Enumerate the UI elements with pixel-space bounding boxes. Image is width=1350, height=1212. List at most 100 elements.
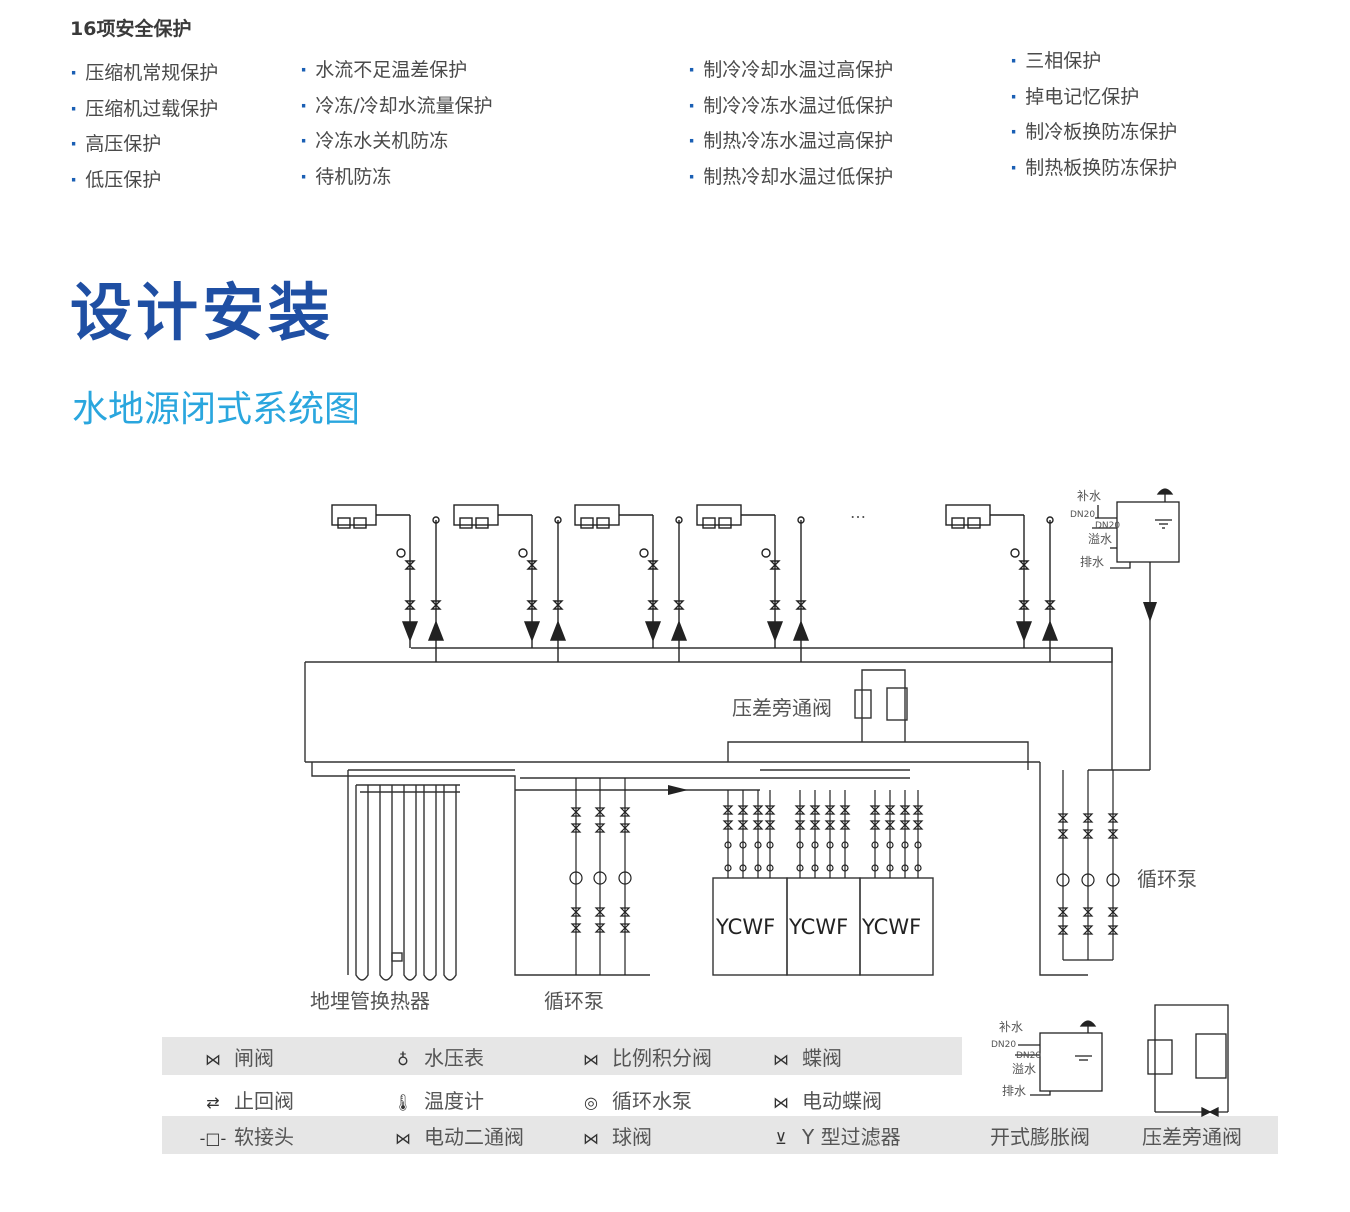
valve-icon [795,604,807,610]
valve-icon [570,923,582,929]
protection-column-2: 水流不足温差保护 冷冻/冷却水流量保护 冷冻水关机防冻 待机防冻 [300,53,493,195]
legend-electric-butterfly-valve: ⋈电动蝶阀 [766,1085,882,1114]
tank-makeup-label: 补水 [1077,489,1101,503]
pump-label: 循环泵 [544,989,604,1013]
valve-icon [764,820,776,826]
valve-icon [824,805,836,811]
valve-icon [1107,911,1119,917]
valve-icon [899,820,911,826]
pipe-end [675,516,683,524]
valve-icon [809,805,821,811]
valve-icon [1057,929,1069,935]
valve-icon [526,560,538,566]
protection-item: 水流不足温差保护 [300,53,493,89]
valve-icon [619,823,631,829]
valve-icon [570,827,582,833]
valve-icon [1107,829,1119,835]
valve-icon [619,807,631,813]
valve-icon [1107,813,1119,819]
valve-icon [824,820,836,826]
valve-icon [884,809,896,815]
protection-item: 制冷冷却水温过高保护 [688,53,893,89]
valve-icon [594,827,606,833]
pipe-end [554,516,562,524]
pressure-gauge-icon [761,548,771,558]
pipe-end [432,516,440,524]
valve-icon [752,820,764,826]
pressure-gauge-icon [639,548,649,558]
flexible-joint-icon [901,864,909,872]
protection-item: 压缩机过载保护 [70,92,218,128]
ellipsis: … [850,503,866,522]
flow-down-arrow-icon [401,621,419,642]
flexible-joint-icon [826,841,834,849]
valve-icon [769,564,781,570]
legend-pressure-gauge: ♁水压表 [388,1042,484,1071]
fan-coil-unit [967,517,981,529]
valve-icon [737,824,749,830]
protection-item: 掉电记忆保护 [1010,80,1177,116]
tank-dn20-label: DN20 [1070,510,1095,520]
valve-icon [404,604,416,610]
open-tank-legend-icon [1015,1020,1103,1096]
valve-icon [594,907,606,913]
legend-ball-valve: ⋈球阀 [576,1121,652,1150]
pump-icon [1106,873,1120,887]
flexible-joint-icon [811,864,819,872]
flow-down-arrow-icon [1015,621,1033,642]
valve-icon [722,809,734,815]
ground-exchanger-label: 地埋管换热器 [310,989,430,1013]
valve-icon [1057,817,1069,823]
legend-y-strainer: ⊻Y 型过滤器 [766,1121,900,1150]
valve-icon [1082,925,1094,931]
protection-item: 三相保护 [1010,44,1177,80]
legend-open-tank-label: 开式膨胀阀 [990,1125,1090,1149]
legend-pump: ◎循环水泵 [576,1085,692,1114]
flexible-joint-icon [811,841,819,849]
valve-icon [430,600,442,606]
valve-icon [1082,907,1094,913]
valve-icon [722,824,734,830]
valve-icon [552,600,564,606]
valve-icon [1018,604,1030,610]
valve-icon [1018,564,1030,570]
legend-electric-two-way-valve: ⋈电动二通阀 [388,1121,524,1150]
valve-icon [1057,907,1069,913]
unit-label: YCWF [788,915,848,939]
valve-icon [737,809,749,815]
flexible-joint-icon [739,864,747,872]
fan-coil-unit [475,517,489,529]
flow-arrow-icon [1143,602,1157,622]
protection-item: 低压保护 [70,163,218,199]
protection-column-4: 三相保护 掉电记忆保护 制冷板换防冻保护 制热板换防冻保护 [1010,44,1177,186]
flow-down-arrow-icon [523,621,541,642]
valve-icon [526,604,538,610]
fan-coil-unit [580,517,594,529]
valve-icon [594,927,606,933]
flexible-joint-icon [871,841,879,849]
flexible-joint-icon [739,841,747,849]
valve-icon [869,809,881,815]
electric-butterfly-valve-icon: ⋈ [773,1093,789,1112]
tank-overflow-label: 溢水 [1088,532,1112,546]
valve-icon [570,907,582,913]
protection-item: 制热板换防冻保护 [1010,151,1177,187]
valve-icon [1107,817,1119,823]
valve-icon [1082,829,1094,835]
flow-up-arrow-icon [549,620,567,641]
protection-column-3: 制冷冷却水温过高保护 制冷冷冻水温过低保护 制热冷冻水温过高保护 制热冷却水温过… [688,53,893,195]
piping [304,562,1151,976]
flexible-joint-icon [754,841,762,849]
valve-icon [526,564,538,570]
legend-thermometer: 🌡温度计 [388,1085,484,1114]
valve-icon [884,824,896,830]
pump-icon [593,871,607,885]
valve-icon [673,600,685,606]
flexible-joint-icon [841,864,849,872]
valve-icon [912,820,924,826]
unit-label: YCWF [861,915,921,939]
valve-icon [570,807,582,813]
valve-icon [839,820,851,826]
electric-two-way-valve-icon: ⋈ [395,1129,411,1148]
